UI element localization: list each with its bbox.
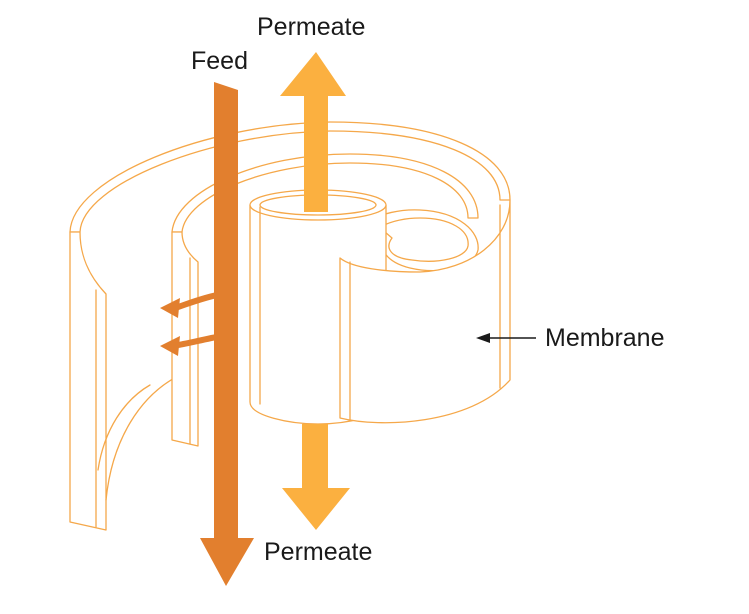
outer-membrane-wrap bbox=[69, 121, 511, 531]
permeate-top-label: Permeate bbox=[257, 13, 365, 41]
feed-label: Feed bbox=[191, 47, 248, 75]
middle-membrane-wrap bbox=[171, 153, 479, 447]
permeate-bottom-label: Permeate bbox=[264, 538, 372, 566]
feed-arrow bbox=[200, 82, 254, 586]
membrane-label: Membrane bbox=[545, 324, 665, 352]
front-membrane-sheet bbox=[339, 199, 511, 424]
membrane-pointer-arrow bbox=[476, 333, 536, 343]
permeate-bottom-arrow bbox=[282, 424, 350, 530]
permeate-top-arrow bbox=[280, 52, 346, 212]
